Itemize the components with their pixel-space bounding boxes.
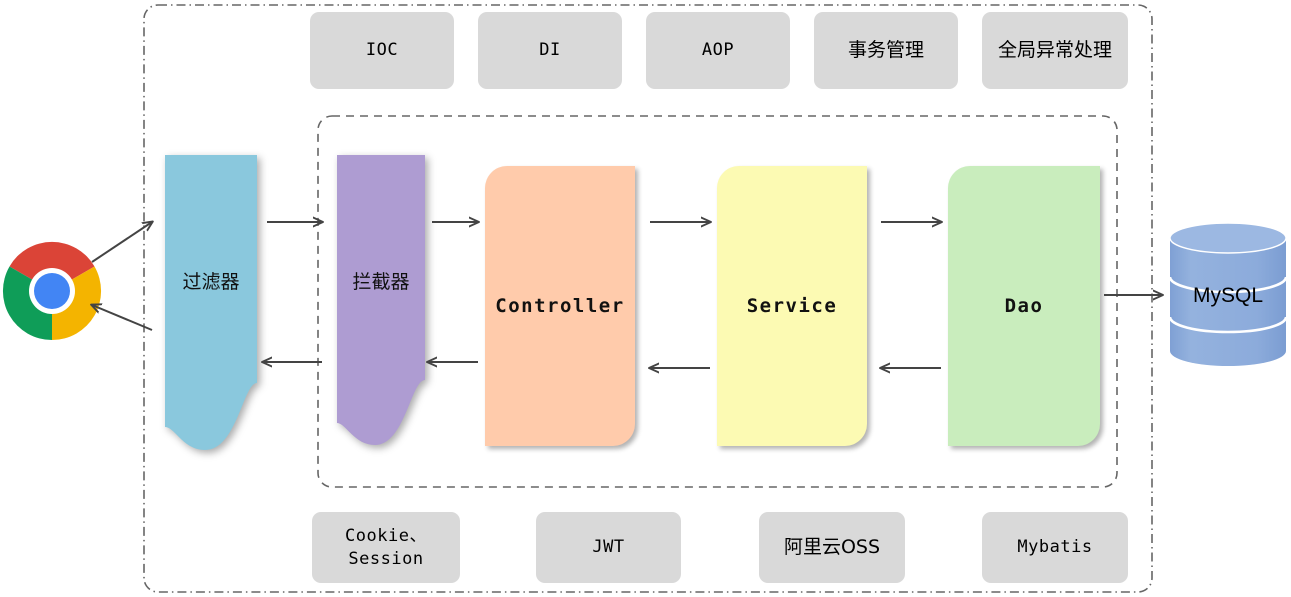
concept-box-mybatis[interactable]: Mybatis [982,512,1128,583]
service-label: Service [746,295,838,317]
concept-box-aliyun-oss[interactable]: 阿里云OSS [759,512,905,583]
filter-node[interactable]: 过滤器 [165,155,257,450]
interceptor-label: 拦截器 [352,271,410,293]
concept-box-di[interactable]: DI [478,12,622,89]
controller-node[interactable]: Controller [485,166,635,446]
concept-box-jwt[interactable]: JWT [536,512,681,583]
dao-label: Dao [1004,295,1044,317]
chrome-browser-icon[interactable] [2,241,102,341]
mysql-database-node[interactable]: MySQL [1168,222,1288,367]
arrow-filter-to-browser [92,305,153,331]
concept-box-cookie-session[interactable]: Cookie、 Session [312,512,460,583]
service-node[interactable]: Service [717,166,867,446]
interceptor-node[interactable]: 拦截器 [337,155,425,445]
concept-box-aop[interactable]: AOP [646,12,790,89]
database-cylinder-icon [1168,222,1288,366]
mysql-label: MySQL [1192,284,1263,307]
filter-label: 过滤器 [182,271,240,293]
concept-box-ioc[interactable]: IOC [310,12,454,89]
concept-box-global-exception-handling[interactable]: 全局异常处理 [982,12,1128,89]
controller-label: Controller [495,295,625,317]
arrow-browser-to-filter [91,222,152,263]
dao-node[interactable]: Dao [948,166,1100,446]
concept-box-transaction-management[interactable]: 事务管理 [814,12,958,89]
